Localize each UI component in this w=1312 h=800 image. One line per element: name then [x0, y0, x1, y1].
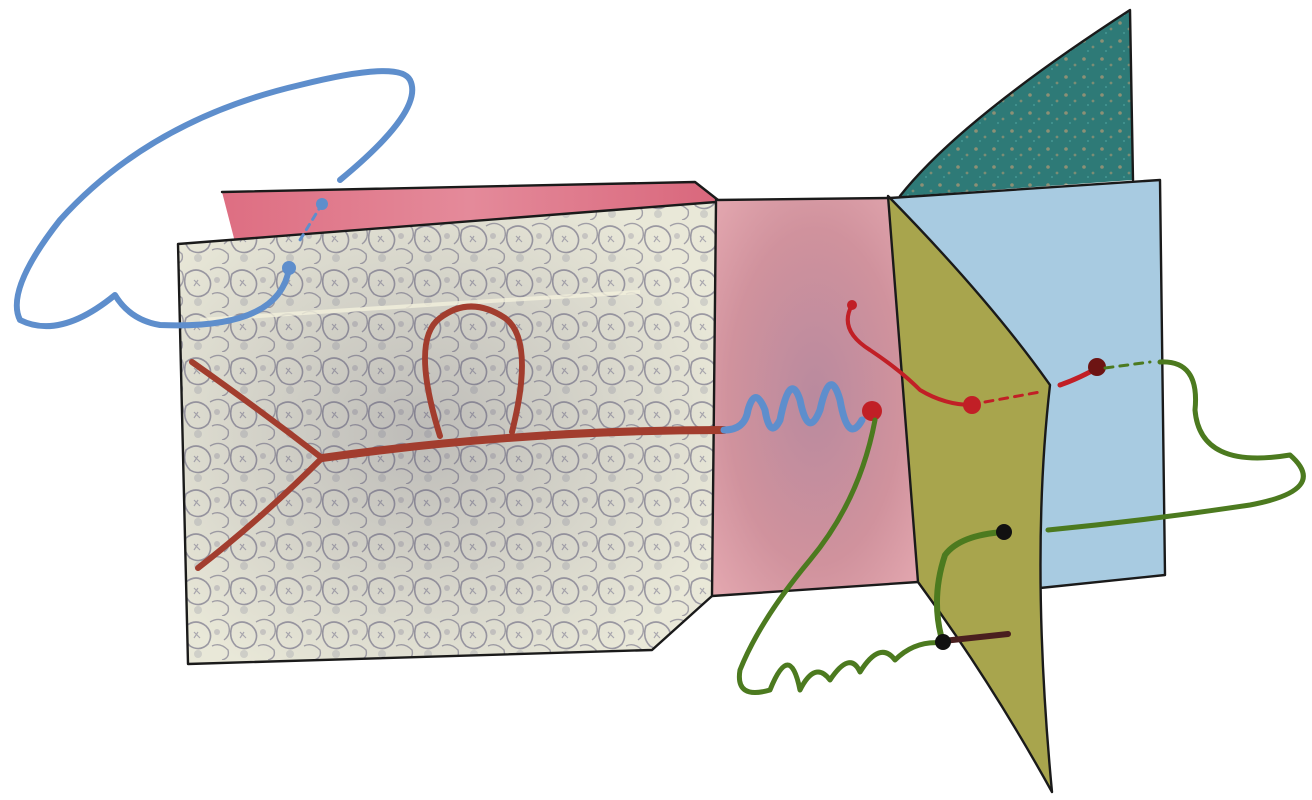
middle-panel [712, 198, 918, 596]
teal-flag [900, 10, 1133, 196]
